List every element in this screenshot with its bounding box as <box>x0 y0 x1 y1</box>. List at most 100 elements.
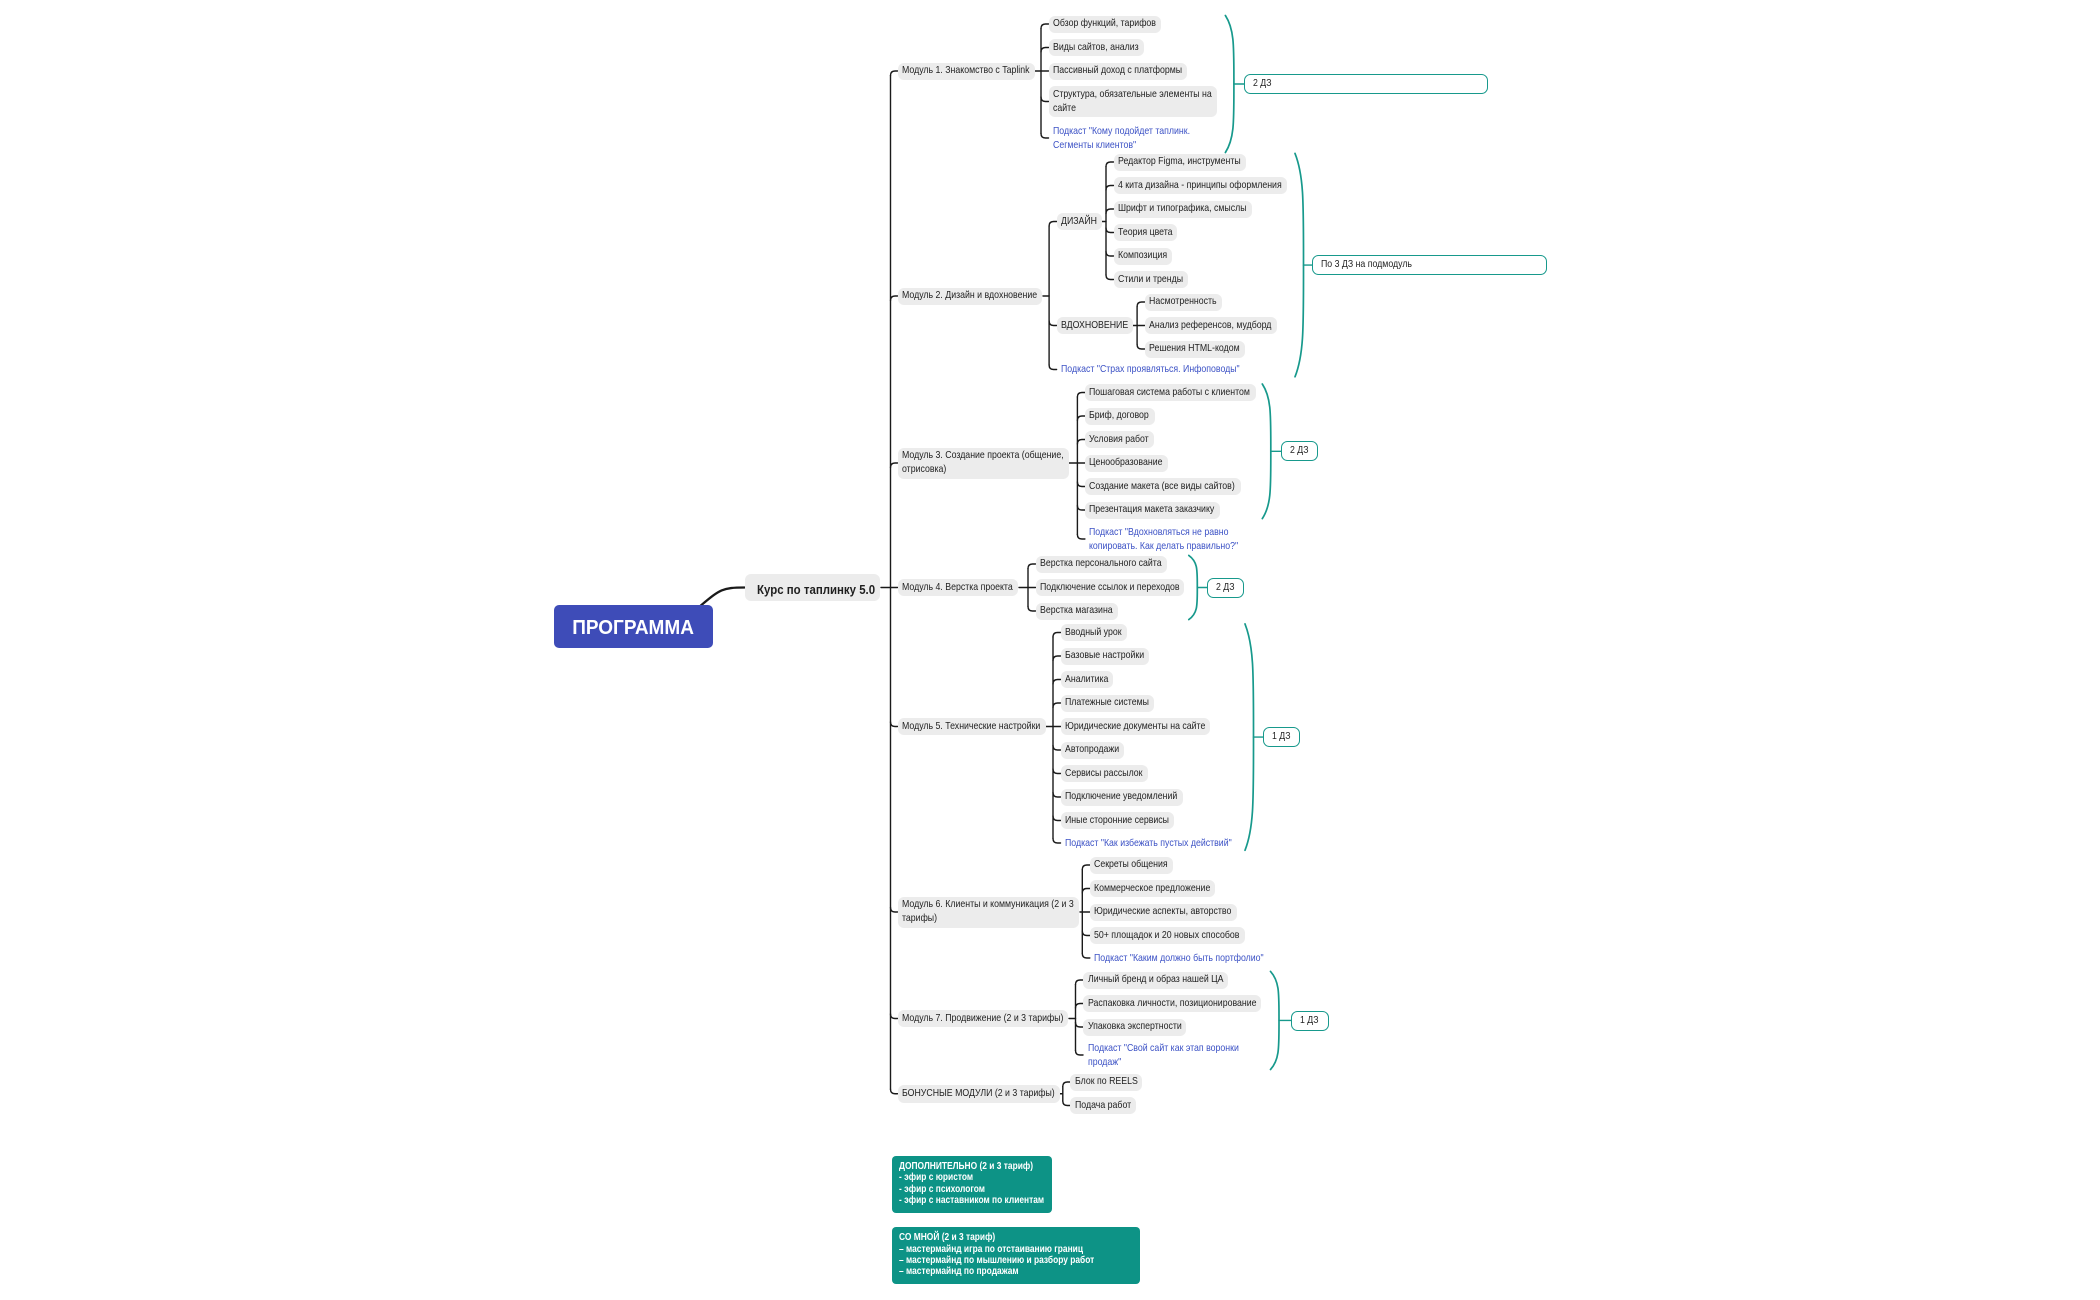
summary-badge[interactable]: 1 ДЗ <box>1263 727 1301 747</box>
subtopic[interactable]: Презентация макета заказчику <box>1084 501 1220 519</box>
floating-topic-with-me[interactable]: СО МНОЙ (2 и 3 тариф)– мастермайнд игра … <box>892 1226 1140 1284</box>
summary-badge[interactable]: 2 ДЗ <box>1206 577 1245 598</box>
module-topic[interactable]: Модуль 2. Дизайн и вдохновение <box>897 287 1043 305</box>
podcast-topic[interactable]: Подкаст "Свой сайт как этап воронки прод… <box>1083 1041 1244 1070</box>
module-topic[interactable]: БОНУСНЫЕ МОДУЛИ (2 и 3 тарифы) <box>897 1085 1060 1103</box>
branch-connector <box>1052 744 1062 751</box>
subtopic[interactable]: Блок по REELS <box>1070 1073 1143 1091</box>
topic-label: Распаковка личности, позиционирование <box>1087 996 1257 1009</box>
summary-badge[interactable]: 2 ДЗ <box>1244 74 1488 94</box>
subtopic[interactable]: Вводный урок <box>1060 624 1127 642</box>
topic-label: Модуль 1. Знакомство с Taplink <box>902 64 1030 77</box>
subtopic[interactable]: Подключение ссылок и переходов <box>1035 579 1185 597</box>
subtopic[interactable]: Аналитика <box>1060 671 1114 689</box>
root-topic[interactable]: ПРОГРАММА <box>554 605 713 648</box>
module-topic[interactable]: Модуль 4. Верстка проекта <box>897 579 1019 597</box>
branch-connector <box>1105 161 1115 168</box>
subtopic[interactable]: Обзор функций, тарифов <box>1048 15 1161 33</box>
podcast-topic[interactable]: Подкаст "Кому подойдет таплинк. Сегменты… <box>1049 124 1195 153</box>
module-topic[interactable]: Модуль 7. Продвижение (2 и 3 тарифы) <box>897 1010 1069 1028</box>
summary-badge[interactable]: 1 ДЗ <box>1291 1010 1329 1031</box>
subtopic[interactable]: Решения HTML-кодом <box>1144 340 1246 358</box>
central-topic[interactable]: Курс по таплинку 5.0 <box>744 574 881 601</box>
subtopic[interactable]: Упаковка экспертности <box>1083 1018 1187 1036</box>
summary-brace <box>1294 152 1305 378</box>
subtopic[interactable]: Редактор Figma, инструменты <box>1113 153 1246 171</box>
topic-label: Упаковка экспертности <box>1087 1020 1182 1033</box>
subtopic[interactable]: Композиция <box>1113 247 1173 265</box>
topic-label: ДИЗАЙН <box>1061 214 1098 227</box>
subtopic[interactable]: Верстка магазина <box>1035 602 1118 620</box>
module-topic[interactable]: Модуль 1. Знакомство с Taplink <box>897 62 1035 80</box>
subtopic[interactable]: Подключение уведомлений <box>1060 788 1183 806</box>
subtopic[interactable]: Распаковка личности, позиционирование <box>1083 995 1262 1013</box>
subtopic[interactable]: Юридические аспекты, авторство <box>1089 903 1238 921</box>
subtopic[interactable]: Верстка персонального сайта <box>1035 555 1167 573</box>
subtopic[interactable]: Анализ референсов, мудборд <box>1144 317 1277 335</box>
subtopic[interactable]: Подача работ <box>1070 1097 1136 1115</box>
branch-connector <box>1105 184 1115 191</box>
podcast-topic[interactable]: Подкаст "Как избежать пустых действий" <box>1061 836 1238 851</box>
subtopic[interactable]: Секреты общения <box>1089 856 1173 874</box>
summary-badge[interactable]: 2 ДЗ <box>1281 441 1319 462</box>
topic-label: Иные сторонние сервисы <box>1065 813 1169 826</box>
topic-label: Модуль 2. Дизайн и вдохновение <box>902 289 1038 302</box>
topic-label: Композиция <box>1118 249 1168 262</box>
subtopic[interactable]: Стили и тренды <box>1113 271 1189 289</box>
subtopic[interactable]: Базовые настройки <box>1060 647 1150 665</box>
module-topic[interactable]: Модуль 6. Клиенты и коммуникация (2 и 3 … <box>897 896 1079 928</box>
branch-connector <box>1074 1002 1084 1009</box>
topic-label: Подкаст "Страх проявляться. Инфоповоды" <box>1061 363 1240 375</box>
topic-label: Создание макета (все виды сайтов) <box>1089 479 1236 492</box>
summary-badge[interactable]: По 3 ДЗ на подмодуль <box>1312 255 1547 276</box>
topic-label: 1 ДЗ <box>1300 1013 1319 1026</box>
subtopic[interactable]: Иные сторонние сервисы <box>1060 812 1175 830</box>
topic-label: 2 ДЗ <box>1253 77 1272 89</box>
subtopic[interactable]: Ценообразование <box>1084 454 1168 472</box>
subtopic[interactable]: Создание макета (все виды сайтов) <box>1084 478 1241 496</box>
floating-topic-item: – мастермайнд по мышлению и разбору рабо… <box>899 1254 1095 1266</box>
floating-topic-additional[interactable]: ДОПОЛНИТЕЛЬНО (2 и 3 тариф)- эфир с юрис… <box>891 1155 1052 1213</box>
topic-label: Аналитика <box>1065 672 1109 685</box>
topic-label: Шрифт и типографика, смыслы <box>1118 202 1247 215</box>
subtopic[interactable]: Коммерческое предложение <box>1089 880 1216 898</box>
podcast-topic[interactable]: Подкаст "Вдохновляться не равно копирова… <box>1085 525 1244 554</box>
module-topic[interactable]: Модуль 3. Создание проекта (общение, отр… <box>897 447 1069 479</box>
topic-label: Обзор функций, тарифов <box>1053 17 1156 30</box>
subtopic[interactable]: Насмотренность <box>1144 293 1222 311</box>
subtopic[interactable]: Личный бренд и образ нашей ЦА <box>1083 971 1228 989</box>
subtopic[interactable]: Структура, обязательные элементы на сайт… <box>1048 86 1217 117</box>
subtopic[interactable]: Виды сайтов, анализ <box>1048 39 1144 57</box>
module-topic[interactable]: Модуль 5. Технические настройки <box>897 718 1046 736</box>
podcast-topic[interactable]: Подкаст "Каким должно быть портфолио" <box>1090 951 1269 966</box>
subtopic[interactable]: Платежные системы <box>1060 694 1154 712</box>
branch-connector <box>1105 250 1115 257</box>
floating-topic-item: – мастермайнд по продажам <box>899 1266 1019 1278</box>
subtopic[interactable]: Юридические документы на сайте <box>1060 718 1211 736</box>
subtopic[interactable]: Бриф, договор <box>1084 407 1155 425</box>
subtopic[interactable]: Пошаговая система работы с клиентом <box>1084 384 1256 402</box>
branch-connector <box>1048 364 1058 371</box>
branch-connector <box>1040 23 1050 30</box>
topic-label: По 3 ДЗ на подмодуль <box>1321 258 1413 271</box>
subtopic[interactable]: Теория цвета <box>1113 224 1178 242</box>
subtopic[interactable]: Сервисы рассылок <box>1060 765 1148 783</box>
topic-label: Юридические аспекты, авторство <box>1094 905 1232 918</box>
subtopic[interactable]: 4 кита дизайна - принципы оформления <box>1113 177 1287 195</box>
branch-connector <box>1052 655 1062 662</box>
podcast-topic[interactable]: Подкаст "Страх проявляться. Инфоповоды" <box>1057 362 1245 377</box>
subtopic[interactable]: Пассивный доход с платформы <box>1048 62 1188 80</box>
summary-brace <box>1187 554 1199 621</box>
floating-topic-title: ДОПОЛНИТЕЛЬНО (2 и 3 тариф) <box>898 1161 1033 1172</box>
subtopic[interactable]: ДИЗАЙН <box>1056 213 1102 231</box>
subtopic[interactable]: 50+ площадок и 20 новых способов <box>1089 927 1245 945</box>
subtopic[interactable]: Условия работ <box>1084 431 1154 449</box>
subtopic[interactable]: ВДОХНОВЕНИЕ <box>1056 317 1133 335</box>
topic-label: Модуль 4. Верстка проекта <box>902 580 1013 593</box>
topic-label: Модуль 3. Создание проекта (общение, отр… <box>902 449 1064 475</box>
subtopic[interactable]: Автопродажи <box>1060 741 1125 759</box>
subtopic[interactable]: Шрифт и типографика, смыслы <box>1113 200 1252 218</box>
topic-label: Юридические документы на сайте <box>1065 719 1206 732</box>
